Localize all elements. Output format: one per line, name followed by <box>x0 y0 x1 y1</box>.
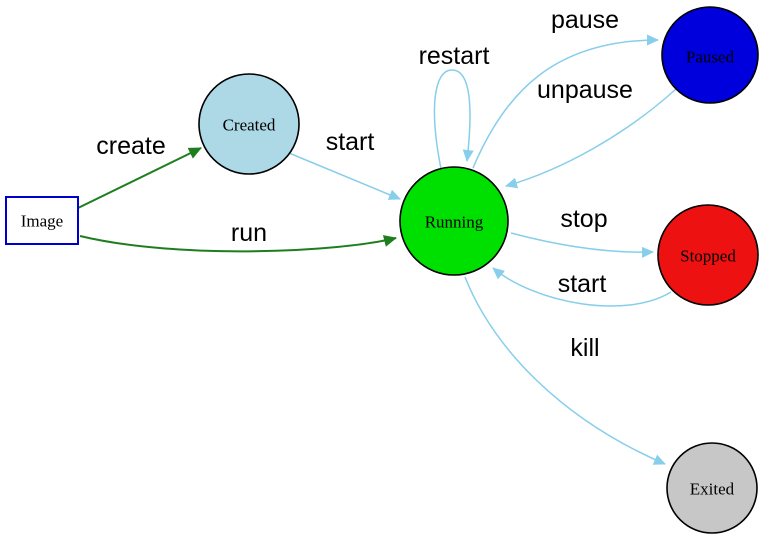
edge-label-stop: stop <box>560 205 607 233</box>
exited-label: Exited <box>690 480 735 499</box>
image-label: Image <box>21 212 63 231</box>
edge-labels-layer: create run start restart pause unpause s… <box>96 6 633 362</box>
edge-label-run: run <box>231 219 267 247</box>
edge-restart-self-loop <box>433 69 474 170</box>
edge-pause <box>472 34 659 169</box>
nodes-layer: Image Created Running Paused Stopped Exi <box>5 6 759 534</box>
edge-label-kill: kill <box>570 334 599 362</box>
node-stopped: Stopped <box>657 204 759 306</box>
edge-unpause <box>505 88 677 189</box>
edge-start-created-running <box>288 152 401 200</box>
edge-stop <box>510 232 654 258</box>
image-box <box>5 196 79 245</box>
edge-kill <box>464 276 666 465</box>
edge-label-unpause: unpause <box>537 76 633 104</box>
running-circle <box>399 166 509 276</box>
stopped-label: Stopped <box>680 247 736 266</box>
edges-layer <box>77 34 677 465</box>
edge-label-create: create <box>96 132 165 160</box>
created-circle <box>198 73 300 175</box>
node-image: Image <box>5 196 79 245</box>
edge-label-start-2: start <box>558 270 607 298</box>
edge-run <box>79 235 397 253</box>
edge-label-start-1: start <box>326 128 375 156</box>
node-exited: Exited <box>666 442 758 534</box>
stopped-circle <box>657 204 759 306</box>
running-label: Running <box>425 213 484 232</box>
edge-label-pause: pause <box>551 6 619 34</box>
edge-label-restart: restart <box>419 42 490 70</box>
exited-circle <box>666 442 758 534</box>
edge-start-stopped-running <box>492 267 672 307</box>
node-created: Created <box>198 73 300 175</box>
edge-create <box>77 147 202 209</box>
created-label: Created <box>223 116 276 135</box>
paused-label: Paused <box>686 48 735 67</box>
node-running: Running <box>399 166 509 276</box>
node-paused: Paused <box>661 6 759 104</box>
paused-circle <box>661 6 759 104</box>
